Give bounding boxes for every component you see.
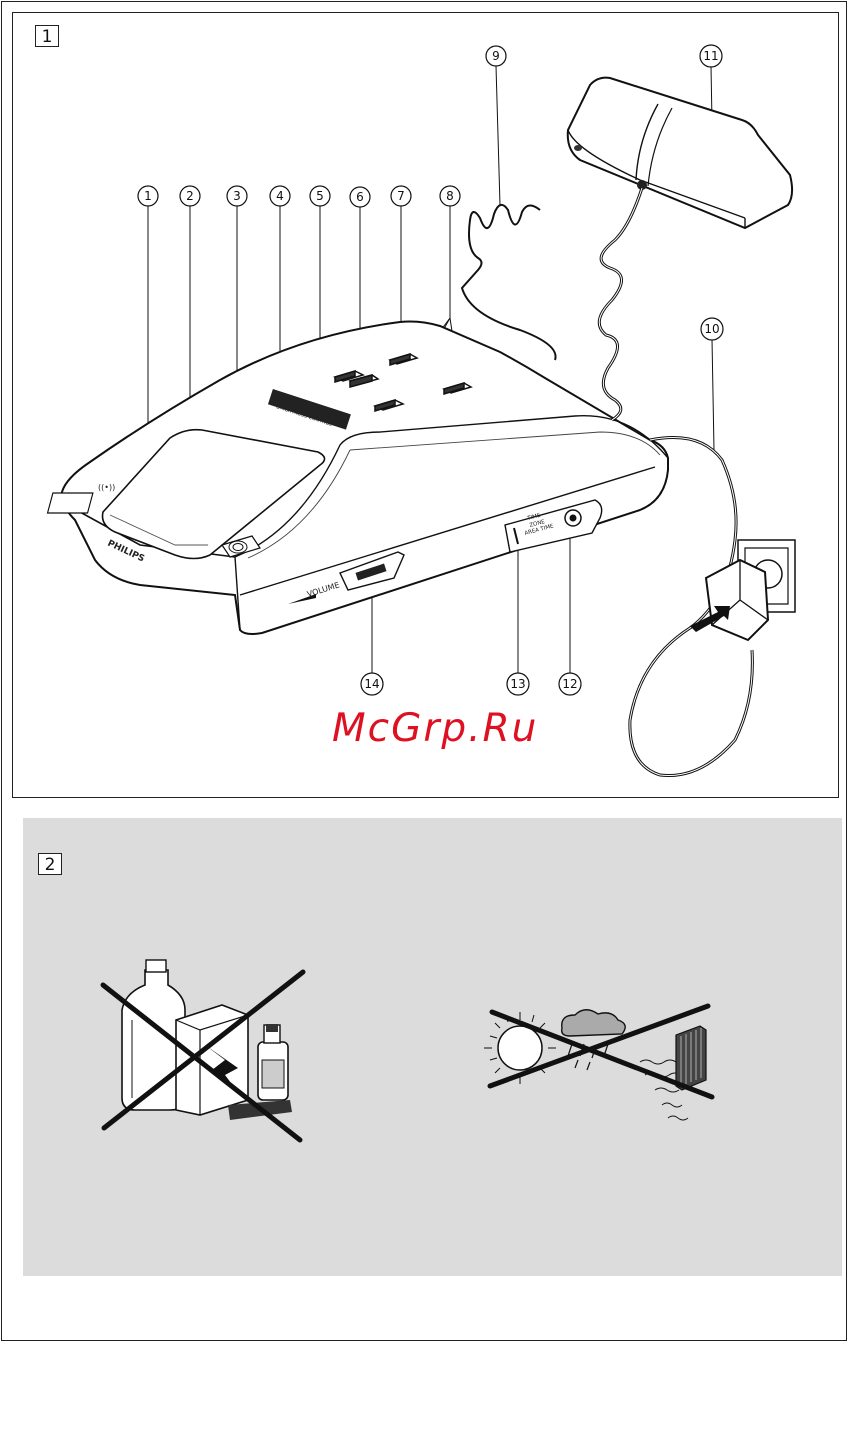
callout-6: 6: [350, 187, 370, 207]
radio-signal-icon: ((•)): [98, 483, 115, 492]
callout-9: 9: [486, 46, 506, 66]
clock-device: REPEAT ALARM BRIGHTNESS CONTROL PHILIPS …: [48, 322, 668, 635]
callout-4-label: 4: [276, 189, 284, 203]
callout-8-label: 8: [446, 189, 454, 203]
callout-5: 5: [310, 186, 330, 206]
callout-3-label: 3: [233, 189, 241, 203]
callout-11: 11: [700, 45, 722, 67]
no-chemicals-illustration: [103, 960, 303, 1140]
power-plug: [706, 560, 768, 640]
callout-1: 1: [138, 186, 158, 206]
callout-12-label: 12: [562, 677, 577, 691]
callout-10: 10: [701, 318, 723, 340]
callout-12: 12: [559, 673, 581, 695]
callout-3: 3: [227, 186, 247, 206]
watermark: McGrp.Ru: [332, 706, 538, 751]
remote-sensor: [568, 78, 792, 228]
callout-6-label: 6: [356, 190, 364, 204]
callout-2: 2: [180, 186, 200, 206]
antenna-wire: [462, 205, 556, 360]
sensor-cable: [599, 188, 642, 420]
callout-10-label: 10: [704, 322, 719, 336]
callout-13-label: 13: [510, 677, 525, 691]
callout-14-label: 14: [364, 677, 379, 691]
callout-8: 8: [440, 186, 460, 206]
callout-7-label: 7: [397, 189, 405, 203]
radiator-icon: [676, 1026, 706, 1090]
callout-11-label: 11: [703, 49, 718, 63]
no-weather-heat-illustration: [484, 1006, 712, 1120]
callout-13: 13: [507, 673, 529, 695]
callout-2-label: 2: [186, 189, 194, 203]
callout-4: 4: [270, 186, 290, 206]
callout-14: 14: [361, 673, 383, 695]
callout-1-label: 1: [144, 189, 152, 203]
callout-9-label: 9: [492, 49, 500, 63]
callout-5-label: 5: [316, 189, 324, 203]
callout-7: 7: [391, 186, 411, 206]
